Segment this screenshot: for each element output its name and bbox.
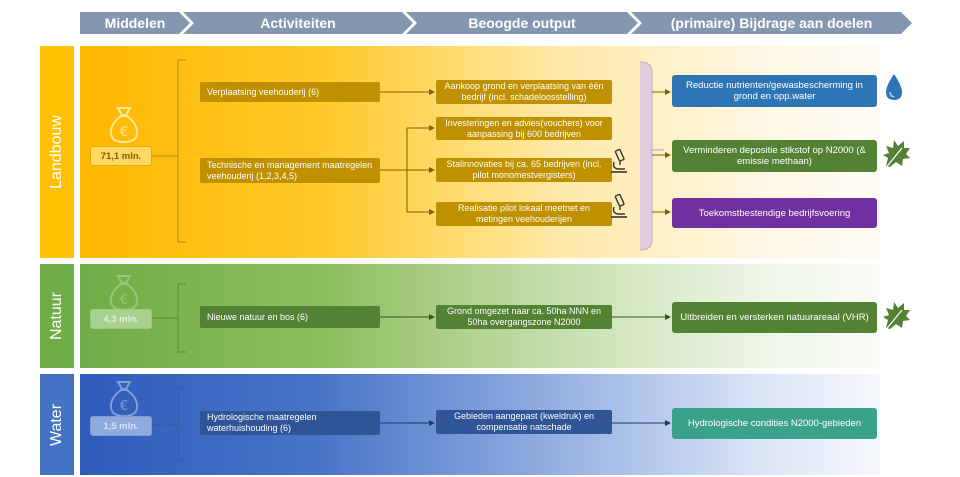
- activity-technische-maatregelen: Technische en management maatregelen vee…: [200, 158, 380, 183]
- activity-hydrologische-maatregelen: Hydrologische maatregelen waterhuishoudi…: [200, 411, 380, 435]
- activity-nieuwe-natuur-bos: Nieuwe natuur en bos (6): [200, 306, 380, 328]
- output-investeringen-advies: Investeringen en advies(vouchers) voor a…: [436, 117, 612, 140]
- goal-verminderen-depositie: Verminderen depositie stikstof op N2000 …: [672, 140, 877, 172]
- output-pilot-meetnet: Realisatie pilot lokaal meetnet en metin…: [436, 202, 612, 226]
- microscope-icon: [611, 148, 627, 173]
- header-activiteiten: Activiteiten: [183, 12, 413, 34]
- row-label-water: Water: [40, 374, 74, 475]
- amount-landbouw: 71,1 mln.: [90, 146, 152, 166]
- svg-text:€: €: [120, 399, 128, 414]
- output-grond-omgezet: Grond omgezet naar ca. 50ha NNN en 50ha …: [436, 305, 612, 329]
- output-stalinnovaties: Stalinnovaties bij ca. 65 bedrijven (inc…: [436, 158, 612, 182]
- leaf-icon: [883, 302, 910, 333]
- row-label-landbouw: Landbouw: [40, 46, 74, 258]
- row-label-natuur: Natuur: [40, 264, 74, 368]
- goal-uitbreiden-natuurareaal: Uitbreiden en versterken natuurareaal (V…: [672, 302, 877, 333]
- amount-natuur: 4,3 mln.: [90, 309, 152, 329]
- money-bag-icon: €: [109, 381, 139, 418]
- goal-hydrologische-condities: Hydrologische condities N2000-gebieden: [672, 408, 877, 439]
- header-beoogde-output: Beoogde output: [406, 12, 638, 34]
- header-middelen: Middelen: [80, 12, 190, 34]
- svg-text:€: €: [120, 293, 128, 308]
- activity-verplaatsing-veehouderij: Verplaatsing veehouderij (6): [200, 82, 380, 102]
- money-bag-icon: €: [109, 275, 139, 312]
- money-bag-icon: €: [109, 107, 139, 144]
- water-drop-icon: [886, 74, 902, 100]
- microscope-icon: [611, 193, 627, 218]
- leaf-icon: [883, 140, 910, 171]
- svg-text:€: €: [120, 125, 128, 140]
- goal-toekomstbestendige-bedrijfsvoering: Toekomstbestendige bedrijfsvoering: [672, 198, 877, 228]
- header-bijdrage-doelen: (primaire) Bijdrage aan doelen: [631, 12, 912, 34]
- column-header-bar: Middelen Activiteiten Beoogde output (pr…: [80, 12, 912, 34]
- output-aankoop-grond: Aankoop grond en verplaatsing van één be…: [436, 80, 612, 104]
- goal-reductie-nutrienten: Reductie nutrienten/gewasbescherming in …: [672, 75, 877, 107]
- output-gebieden-aangepast: Gebieden aangepast (kweldruk) en compens…: [436, 410, 612, 434]
- amount-water: 1,5 mln.: [90, 416, 152, 436]
